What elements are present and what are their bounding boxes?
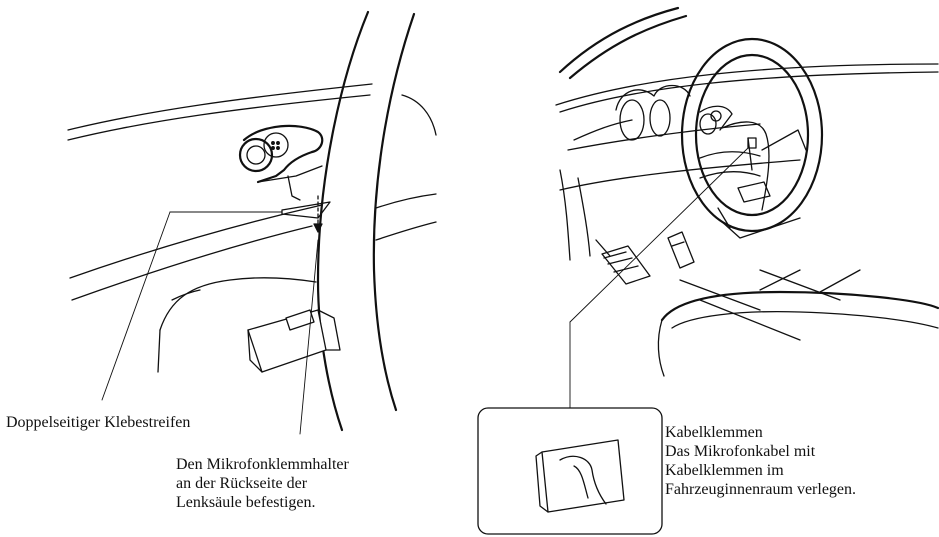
dash-lower-right bbox=[559, 159, 801, 191]
cable-clip-marker bbox=[747, 137, 757, 149]
label-holder-line-3: Lenksäule befestigen. bbox=[176, 494, 316, 511]
dash-top-right bbox=[567, 123, 761, 151]
steering-column bbox=[719, 217, 801, 239]
lower-panel bbox=[159, 277, 317, 331]
label-clips-line-1: Kabelklemmen bbox=[665, 424, 763, 441]
lower-panel-edge bbox=[157, 329, 161, 373]
dash-vent bbox=[573, 119, 633, 141]
dash-line-c bbox=[375, 193, 437, 209]
label-double-sided-tape: Doppelseitiger Klebestreifen bbox=[6, 413, 190, 432]
gauge-cluster bbox=[615, 84, 691, 111]
left-steering-column-view bbox=[67, 10, 437, 435]
dashed-arrow-head bbox=[313, 223, 323, 233]
left-pillar-2 bbox=[577, 177, 591, 257]
holder-bracket bbox=[287, 175, 301, 201]
roof-line bbox=[555, 63, 939, 106]
label-mic-holder: Den Mikrofonklemmhalter an der Rückseite… bbox=[176, 455, 349, 512]
steering-wheel bbox=[680, 37, 824, 233]
mic-cable-2 bbox=[747, 137, 753, 171]
dash-right-edge bbox=[401, 94, 437, 136]
roof-line-2 bbox=[559, 71, 939, 113]
leader-holder bbox=[299, 239, 319, 435]
right-interior-view bbox=[477, 6, 939, 535]
gauge-middle bbox=[649, 99, 671, 137]
mic-cable bbox=[721, 121, 770, 211]
leader-clips-b bbox=[569, 147, 749, 323]
gauge-left bbox=[619, 99, 645, 141]
leader-tape bbox=[101, 211, 171, 401]
floor-c bbox=[699, 299, 801, 341]
dash-line-b bbox=[71, 225, 313, 301]
mic-clip-small bbox=[699, 105, 733, 135]
label-holder-line-1: Den Mikrofonklemmhalter bbox=[176, 456, 349, 473]
floor-d bbox=[759, 269, 841, 301]
dash-line-d bbox=[375, 221, 437, 241]
label-tape-line: Doppelseitiger Klebestreifen bbox=[6, 414, 191, 431]
pedal-box bbox=[247, 309, 341, 373]
dash-line-a bbox=[69, 204, 323, 279]
adhesive-tape bbox=[281, 201, 331, 219]
label-cable-clips: Kabelklemmen Das Mikrofonkabel mit Kabel… bbox=[665, 423, 856, 499]
floor-a bbox=[595, 239, 611, 257]
microphone-clip bbox=[238, 124, 324, 184]
pedals bbox=[601, 231, 695, 285]
cable-clip-inset bbox=[477, 407, 663, 535]
left-pillar bbox=[559, 169, 571, 261]
driver-seat bbox=[657, 269, 939, 377]
label-clips-line-2: Das Mikrofonkabel mit bbox=[665, 443, 816, 460]
steering-rim-inner bbox=[372, 12, 416, 412]
dash-top-edge bbox=[67, 83, 373, 131]
label-clips-line-3: Kabelklemmen im bbox=[665, 462, 784, 479]
steering-rim-outer bbox=[316, 10, 370, 432]
lower-panel-edge-2 bbox=[171, 289, 201, 301]
windshield-a bbox=[558, 6, 680, 74]
label-clips-line-4: Fahrzeuginnenraum verlegen. bbox=[665, 481, 857, 498]
dash-top-edge-2 bbox=[67, 94, 371, 141]
windshield-b bbox=[568, 14, 688, 80]
label-holder-line-2: an der Rückseite der bbox=[176, 475, 308, 492]
